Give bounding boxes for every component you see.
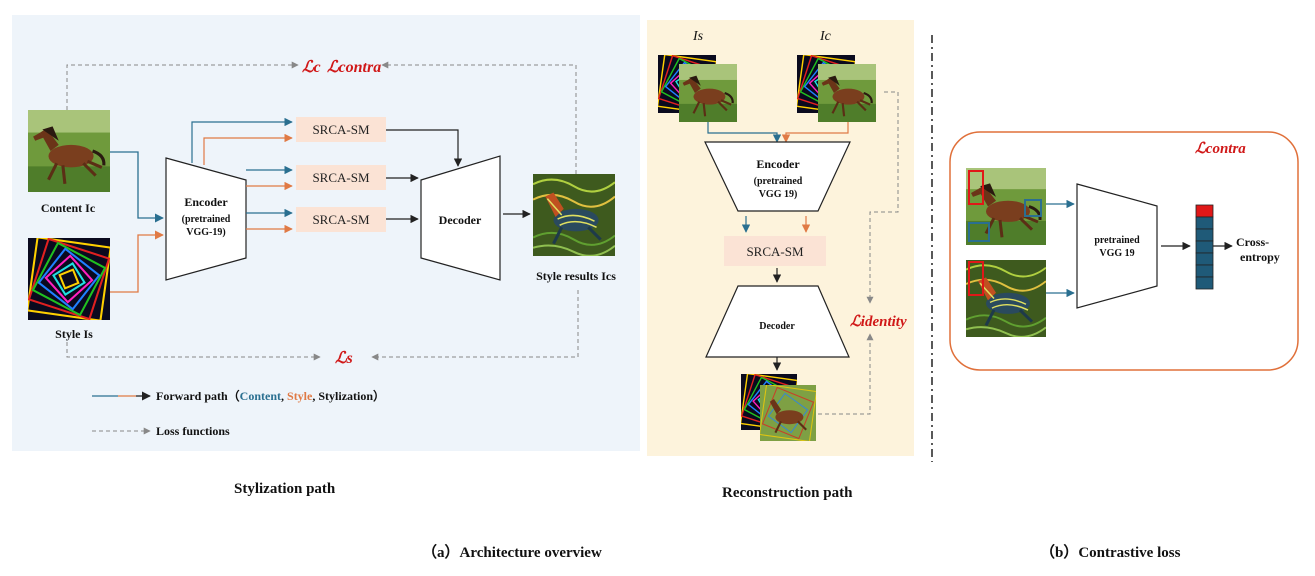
encoder-title: Encoder: [184, 195, 228, 209]
encoder-sub1: (pretrained: [182, 214, 231, 225]
vector-cell: [1195, 276, 1214, 290]
style-image: [28, 238, 110, 320]
style-loss-line-left: [66, 342, 321, 361]
vector-cell: [1195, 228, 1214, 242]
recon-is-arrow: [707, 122, 782, 143]
style-loss-line-right: [371, 290, 579, 361]
decoder-label: Decoder: [439, 213, 482, 227]
contrastive-vgg-block: [1076, 183, 1158, 309]
vector-cell: [1195, 252, 1214, 266]
legend-forward-text: Forward path（Content, Style, Stylization…: [156, 388, 385, 403]
contrastive-loss-label: ℒcontra: [1195, 141, 1246, 157]
caption-b: （b）Contrastive loss: [1040, 545, 1181, 561]
is-label: Is: [692, 29, 704, 44]
result-label: Style results Ics: [536, 269, 616, 283]
cross-entropy-label-1: Cross-: [1236, 235, 1269, 249]
srca-label-2: SRCA-SM: [312, 170, 370, 185]
contrastive-content-image: [966, 168, 1046, 245]
cross-entropy-label-2: entropy: [1240, 250, 1280, 264]
recon-srca-box: [724, 236, 826, 266]
content-label: Content Ic: [41, 201, 96, 215]
legend-loss-text: Loss functions: [156, 424, 230, 438]
patch-blue-1: [1024, 199, 1042, 217]
patch-blue-2: [968, 222, 990, 242]
patch-red-2: [968, 261, 984, 296]
content-image: [28, 110, 110, 192]
recon-content-front: [679, 64, 737, 122]
recon-output-front: [760, 385, 816, 441]
vector-cell: [1195, 240, 1214, 254]
ic-label: Ic: [819, 29, 832, 44]
reconstruction-caption: Reconstruction path: [722, 485, 853, 501]
srca-box-3: [296, 207, 386, 232]
recon-decoder-label: Decoder: [759, 321, 795, 332]
vector-cell: [1195, 216, 1214, 230]
content-loss-line: [66, 61, 299, 110]
contrastive-vgg-label-1: pretrained: [1094, 235, 1140, 246]
contrastive-result-image: [966, 260, 1046, 337]
srca-label-1: SRCA-SM: [312, 122, 370, 137]
loss-identity-label: ℒidentity: [850, 314, 907, 330]
feat-s1-arrow: [203, 133, 293, 165]
contra-loss-line: [381, 61, 577, 174]
style-label: Style Is: [55, 327, 93, 341]
srca-label-3: SRCA-SM: [312, 212, 370, 227]
recon-encoder-sub1: (pretrained: [754, 176, 803, 187]
recon-encoder-title: Encoder: [756, 157, 800, 171]
output-vector: [1195, 204, 1214, 290]
srca-box-1: [296, 117, 386, 142]
recon-ic-arrow: [781, 122, 849, 143]
contrastive-vgg-label-2: VGG 19: [1099, 248, 1134, 259]
srca1-to-decoder: [386, 129, 463, 167]
feat-c1-arrow: [191, 117, 293, 163]
recon-content-front-2: [818, 64, 876, 122]
recon-encoder-sub2: VGG 19): [759, 189, 798, 200]
style-input-arrow: [110, 230, 164, 293]
srca-box-2: [296, 165, 386, 190]
loss-contra-label: ℒcontra: [327, 59, 381, 76]
identity-loss-line-bottom: [818, 333, 874, 415]
patch-red-1: [968, 170, 984, 205]
encoder-block: [165, 157, 247, 281]
decoder-block: [420, 155, 501, 281]
recon-decoder-block: [705, 285, 850, 358]
caption-a: （a）Architecture overview: [422, 545, 602, 561]
content-input-arrow: [110, 151, 164, 223]
loss-style-label: ℒs: [335, 350, 353, 367]
loss-content-label: ℒc: [302, 59, 321, 76]
recon-encoder-block: [704, 141, 851, 212]
recon-srca-label: SRCA-SM: [746, 244, 804, 259]
stylization-caption: Stylization path: [234, 481, 336, 497]
vector-cell-positive: [1195, 204, 1214, 218]
result-image: [533, 174, 615, 256]
encoder-sub2: VGG-19): [186, 227, 225, 238]
identity-loss-line-top: [866, 91, 899, 304]
vector-cell: [1195, 264, 1214, 278]
